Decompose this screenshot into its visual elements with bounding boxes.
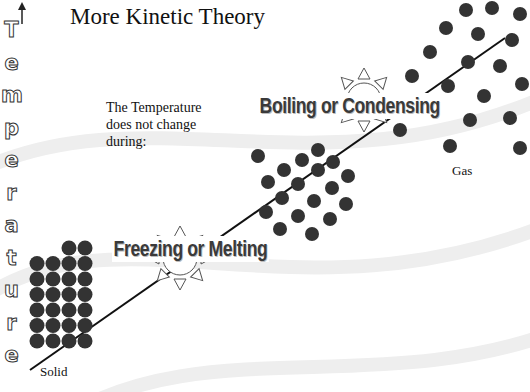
burst-ray (191, 269, 207, 285)
phase-change-label: Boiling or Condensing (258, 93, 442, 119)
phase-change-label: Freezing or Melting (112, 236, 269, 262)
state-label: Gas (452, 163, 472, 179)
burst-ray (375, 73, 391, 89)
solid-particle (62, 256, 77, 271)
solid-particle (30, 318, 45, 333)
solid-particle (62, 287, 77, 302)
solid-particle (78, 334, 93, 349)
burst-ray (153, 269, 169, 285)
background-swirl (0, 90, 530, 392)
solid-particle (30, 287, 45, 302)
axis-label: Temperature (1, 14, 22, 372)
slide-title: More Kinetic Theory (70, 4, 265, 30)
solid-particle (78, 256, 93, 271)
solid-particle (62, 303, 77, 318)
solid-particle (46, 318, 61, 333)
axis-arrow (18, 2, 26, 24)
solid-particle (46, 272, 61, 287)
solid-particle (78, 287, 93, 302)
burst-ray (337, 73, 353, 89)
solid-particle (30, 272, 45, 287)
burst-ray (358, 121, 370, 132)
liquid-particles (251, 143, 355, 241)
solid-particle (46, 334, 61, 349)
solid-particles (30, 241, 93, 349)
solid-particle (30, 303, 45, 318)
solid-particle (30, 334, 45, 349)
burst-ray (174, 279, 186, 290)
solid-particle (62, 318, 77, 333)
solid-particle (46, 287, 61, 302)
note-text: The Temperature does not change during: (106, 99, 218, 150)
solid-particle (62, 272, 77, 287)
solid-particle (78, 303, 93, 318)
burst-ray (358, 68, 370, 79)
solid-particle (30, 256, 45, 271)
solid-particle (46, 256, 61, 271)
state-label: Solid (40, 364, 67, 380)
gas-particles (389, 1, 529, 155)
solid-particle (46, 303, 61, 318)
solid-particle (78, 318, 93, 333)
solid-particle (78, 272, 93, 287)
temperature-line (30, 38, 505, 370)
solid-particle (62, 241, 77, 256)
solid-particle (62, 334, 77, 349)
solid-particle (78, 241, 93, 256)
